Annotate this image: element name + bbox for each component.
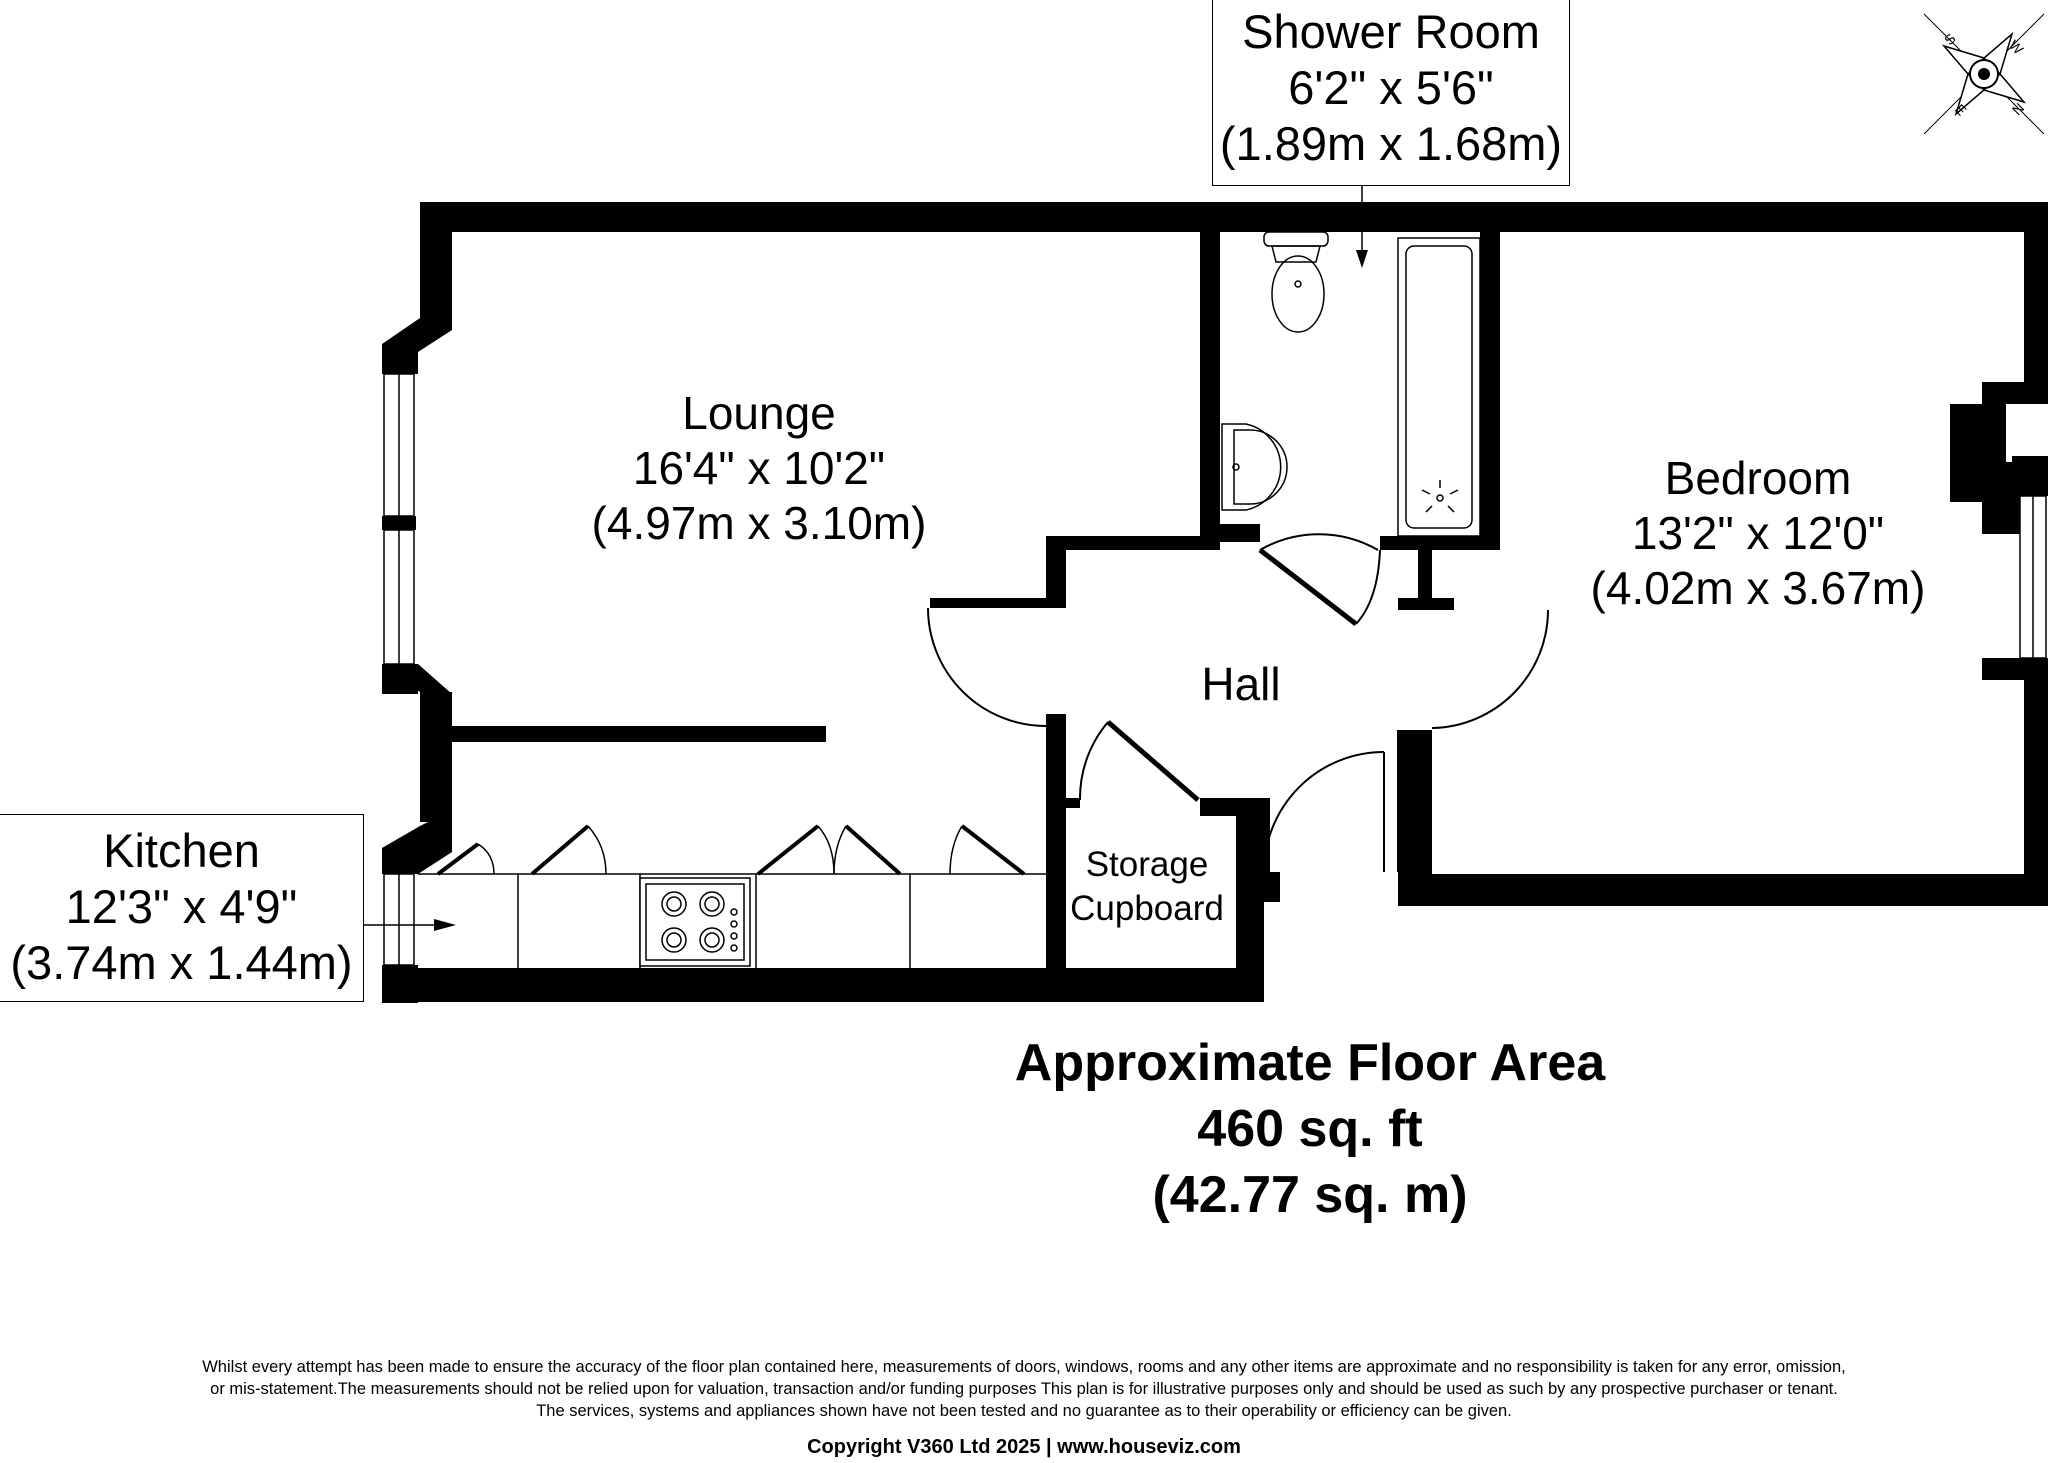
basin — [1221, 423, 1288, 511]
shower-room-label: Shower Room 6'2" x 5'6" (1.89m x 1.68m) — [1212, 0, 1570, 186]
bedroom-metric: (4.02m x 3.67m) — [1591, 562, 1926, 614]
bath — [1397, 237, 1481, 537]
kitchen-label: Kitchen 12'3" x 4'9" (3.74m x 1.44m) — [0, 814, 364, 1002]
hob — [639, 877, 751, 967]
outer-walls — [382, 202, 2048, 1003]
bedroom-imperial: 13'2" x 12'0" — [1632, 507, 1884, 559]
disclaimer: Whilst every attempt has been made to en… — [0, 1356, 2048, 1422]
shower-room-name: Shower Room — [1242, 5, 1540, 58]
floor-area-imperial: 460 sq. ft — [1197, 1100, 1423, 1158]
floor-area-title: Approximate Floor Area — [1014, 1034, 1606, 1092]
room-labels: Lounge 16'4" x 10'2" (4.97m x 3.10m) Bed… — [592, 387, 1926, 928]
disclaimer-line-3: The services, systems and appliances sho… — [536, 1402, 1512, 1420]
windows — [383, 373, 2047, 966]
kitchen-metric: (3.74m x 1.44m) — [10, 936, 353, 989]
lounge-metric: (4.97m x 3.10m) — [592, 497, 927, 549]
interior-walls — [452, 202, 1500, 1002]
floor-area: Approximate Floor Area 460 sq. ft (42.77… — [880, 1030, 1740, 1228]
floor-area-metric: (42.77 sq. m) — [1152, 1166, 1468, 1224]
copyright: Copyright V360 Ltd 2025 | www.houseviz.c… — [807, 1436, 1241, 1458]
storage-line2: Cupboard — [1070, 889, 1224, 928]
storage-line1: Storage — [1086, 845, 1209, 884]
kitchen-imperial: 12'3" x 4'9" — [65, 880, 298, 933]
bedroom-name: Bedroom — [1665, 452, 1852, 504]
kitchen-name: Kitchen — [103, 824, 260, 877]
lounge-imperial: 16'4" x 10'2" — [633, 442, 885, 494]
disclaimer-line-2: or mis-statement.The measurements should… — [210, 1380, 1838, 1398]
shower-room-metric: (1.89m x 1.68m) — [1219, 117, 1563, 170]
toilet — [1263, 231, 1329, 333]
door-swings — [927, 533, 1549, 873]
hall-name: Hall — [1201, 658, 1280, 710]
lounge-name: Lounge — [682, 387, 836, 439]
disclaimer-line-1: Whilst every attempt has been made to en… — [202, 1358, 1846, 1376]
shower-room-imperial: 6'2" x 5'6" — [1288, 61, 1494, 114]
leader-arrows — [364, 186, 1368, 931]
compass-rose: N W S E — [1923, 13, 2045, 135]
